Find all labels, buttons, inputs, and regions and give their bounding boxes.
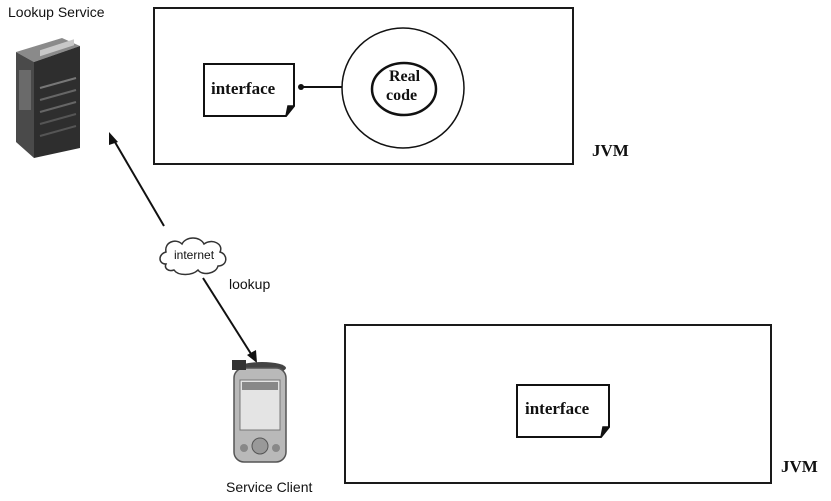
real-code-line2: code xyxy=(386,87,418,104)
real-code-line1: Real xyxy=(389,68,421,85)
lookup-label: lookup xyxy=(229,276,271,292)
service-client-label: Service Client xyxy=(226,479,313,495)
internet-label: internet xyxy=(174,248,215,262)
connector-line xyxy=(298,80,342,92)
interface-label-bottom: interface xyxy=(525,399,590,418)
jvm-label-top: JVM xyxy=(592,141,629,160)
interface-document-bottom: interface xyxy=(515,383,613,439)
interface-document-top: interface xyxy=(202,62,300,118)
interface-label-top: interface xyxy=(211,79,276,98)
server-icon xyxy=(10,30,82,160)
lookup-service-label: Lookup Service xyxy=(8,4,105,20)
real-code-ellipse: Real code xyxy=(370,61,438,117)
pda-icon xyxy=(228,358,290,470)
cloud-icon: internet xyxy=(156,234,230,278)
jvm-label-bottom: JVM xyxy=(781,457,818,476)
